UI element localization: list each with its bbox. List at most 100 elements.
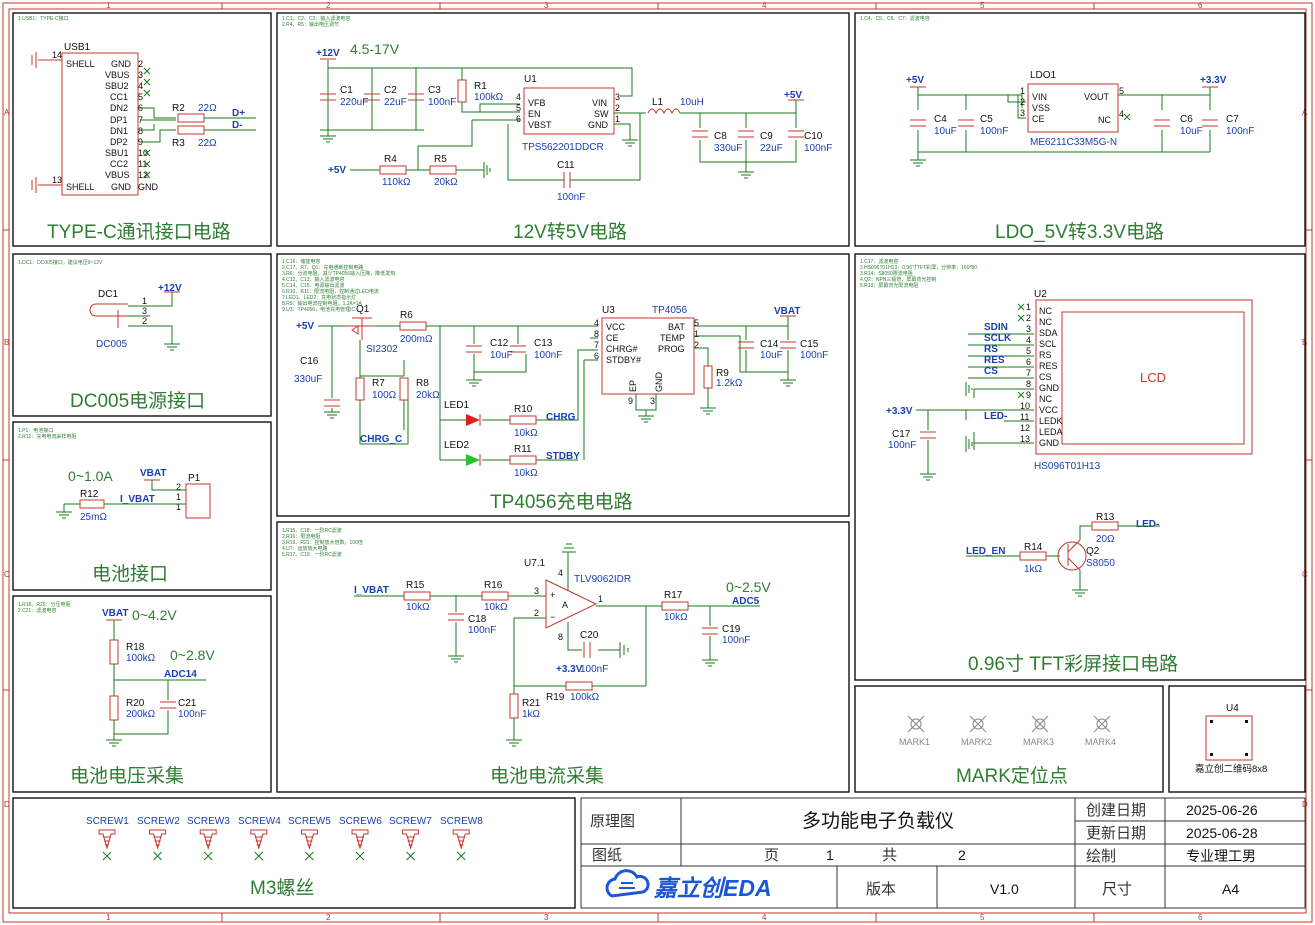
svg-text:3.R6：分流电阻，减少TP4056输入压降，降低发热: 3.R6：分流电阻，减少TP4056输入压降，降低发热 [282,270,395,277]
svg-text:VIN: VIN [592,98,607,108]
svg-text:GND: GND [1039,383,1060,393]
svg-text:2: 2 [534,608,539,618]
svg-text:100kΩ: 100kΩ [474,92,504,103]
col-label: 3 [544,913,549,922]
svg-text:20Ω: 20Ω [1096,534,1115,545]
svg-text:VBUS: VBUS [105,70,130,80]
svg-text:C19: C19 [722,624,741,635]
svg-text:0~4.2V: 0~4.2V [132,607,177,623]
svg-text:C7: C7 [1226,114,1239,125]
svg-text:C2: C2 [384,85,397,96]
tb-draw-label: 绘制 [1086,848,1116,865]
svg-text:1.P1：电池接口: 1.P1：电池接口 [18,427,53,434]
svg-text:11: 11 [138,159,147,169]
battery-title: 电池接口 [92,563,168,585]
svg-text:C4: C4 [934,114,947,125]
svg-text:NC: NC [1039,394,1052,404]
tb-sheet-label: 图纸 [592,847,622,864]
vsense-title: 电池电压采集 [70,765,184,787]
svg-text:+3.3V: +3.3V [886,406,913,417]
svg-text:R6: R6 [400,310,413,321]
svg-text:RS: RS [984,344,998,355]
tb-version: V1.0 [990,881,1019,897]
vsense-block: 1.R18、R20：分压电阻 2.C21：滤波电容 VBAT 0~4.2V R1… [18,601,215,787]
screw-icon [402,829,420,861]
svg-text:DC1: DC1 [98,289,118,300]
ldo-title: LDO_5V转3.3V电路 [995,221,1164,243]
svg-text:200mΩ: 200mΩ [400,334,433,345]
svg-text:U4: U4 [1226,703,1239,714]
u1-body [523,87,615,135]
tb-update-label: 更新日期 [1086,825,1146,842]
svg-text:R11: R11 [514,444,532,455]
svg-text:9: 9 [628,396,633,406]
svg-text:C15: C15 [800,339,819,350]
svg-text:3: 3 [142,306,147,316]
svg-text:MARK3: MARK3 [1023,737,1054,747]
screw-icon [199,829,217,861]
svg-text:8.R9：输出电流控制电阻，1.2K=1A: 8.R9：输出电流控制电阻，1.2K=1A [282,300,363,307]
svg-text:LEDA: LEDA [1039,427,1063,437]
col-label: 5 [980,1,985,10]
svg-text:SBU1: SBU1 [105,148,129,158]
row-label: B [4,338,9,347]
svg-text:2.R12：充电电流采样电阻: 2.R12：充电电流采样电阻 [18,433,76,440]
usb1-body [61,52,139,196]
tb-kind: 原理图 [590,813,635,830]
svg-text:STDBY#: STDBY# [606,355,641,365]
svg-text:ADC14: ADC14 [164,669,197,680]
svg-text:SCREW2: SCREW2 [137,816,180,827]
svg-text:SW: SW [594,109,609,119]
row-label: C [4,570,10,579]
svg-text:P1: P1 [188,473,201,484]
svg-text:110kΩ: 110kΩ [382,177,411,188]
svg-text:2: 2 [138,59,143,69]
svg-text:C12: C12 [490,338,509,349]
svg-text:10uH: 10uH [680,97,704,108]
svg-text:VSS: VSS [1032,103,1050,113]
svg-text:10kΩ: 10kΩ [484,602,508,613]
svg-text:2: 2 [615,103,620,113]
svg-text:SHELL: SHELL [66,59,95,69]
svg-text:100nF: 100nF [468,625,496,636]
svg-text:SHELL: SHELL [66,182,95,192]
svg-text:3.R19、R21：控制放大倍数，100倍: 3.R19、R21：控制放大倍数，100倍 [282,539,363,546]
svg-text:3: 3 [650,396,655,406]
svg-text:14: 14 [52,50,62,60]
svg-text:10uF: 10uF [760,350,783,361]
svg-text:U1: U1 [524,74,537,85]
col-label: 4 [762,913,767,922]
svg-text:SDIN: SDIN [984,322,1008,333]
svg-text:13: 13 [52,175,62,185]
lcd-screen [1061,311,1245,445]
svg-text:SCREW7: SCREW7 [389,816,432,827]
svg-text:CC2: CC2 [110,159,128,169]
svg-text:5.R13：屏幕背光限流电阻: 5.R13：屏幕背光限流电阻 [860,282,918,289]
svg-text:NC: NC [1039,317,1052,327]
svg-text:3: 3 [1026,324,1031,334]
svg-text:LED-: LED- [984,411,1007,422]
svg-text:1: 1 [176,492,181,502]
svg-text:100kΩ: 100kΩ [126,653,156,664]
svg-text:LED-: LED- [1136,519,1159,530]
svg-text:C11: C11 [557,160,575,171]
svg-text:CE: CE [606,333,619,343]
svg-text:+5V: +5V [328,165,346,176]
svg-text:2: 2 [1020,97,1025,107]
svg-text:SCL: SCL [1039,339,1057,349]
title-block: 原理图 多功能电子负载仪 创建日期 2025-06-26 更新日期 2025-0… [580,797,1306,909]
svg-text:11: 11 [1020,412,1029,422]
svg-text:SBU2: SBU2 [105,81,129,91]
col-label: 2 [326,1,331,10]
svg-text:DN2: DN2 [110,103,128,113]
svg-text:RES: RES [984,355,1005,366]
svg-text:VCC: VCC [606,322,626,332]
mark-symbol [907,715,1111,733]
svg-text:4.5-17V: 4.5-17V [350,41,400,57]
svg-text:1.C16：储能电容: 1.C16：储能电容 [282,258,320,265]
col-label: 5 [980,913,985,922]
screws-title: M3螺丝 [250,877,314,899]
svg-text:NC: NC [1039,306,1052,316]
svg-text:CHRG: CHRG [546,412,576,423]
tb-version-label: 版本 [866,881,896,898]
